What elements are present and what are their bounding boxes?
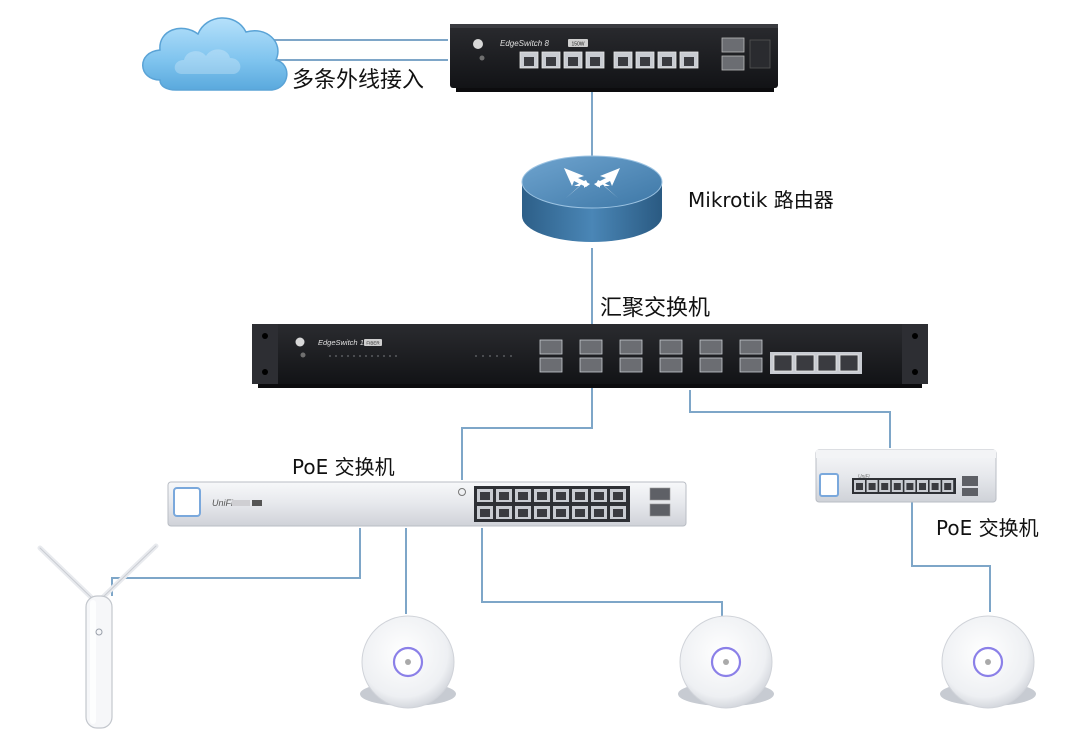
access-point-icon bbox=[678, 615, 774, 709]
poe-left-rj45-ports bbox=[474, 486, 630, 522]
link-agg-poe-left bbox=[461, 388, 593, 480]
ubiquiti-logo-icon bbox=[295, 337, 306, 358]
link-poe-left-outdoor-ap bbox=[111, 528, 361, 596]
cloud-icon bbox=[142, 17, 288, 91]
poe-right-rj45-ports bbox=[852, 478, 956, 494]
top-switch-brand: EdgeSwitch 8 bbox=[500, 39, 549, 48]
agg-switch-badge: FIBER bbox=[366, 341, 380, 346]
top-switch: EdgeSwitch 8 150W bbox=[450, 24, 778, 92]
agg-switch-leds bbox=[329, 355, 512, 357]
poe-right-brand: UniFi bbox=[858, 474, 871, 480]
top-switch-sfp bbox=[721, 37, 771, 71]
router-icon bbox=[521, 155, 663, 242]
aggregation-switch-label: 汇聚交换机 bbox=[600, 296, 711, 321]
access-point-icon bbox=[940, 615, 1036, 709]
link-poe-left-ap2 bbox=[481, 528, 723, 626]
agg-switch-rj45-ports bbox=[770, 352, 862, 374]
ubiquiti-logo-icon bbox=[473, 39, 485, 61]
agg-switch-brand: EdgeSwitch 12 bbox=[318, 338, 369, 347]
poe-switch-right-label: PoE 交换机 bbox=[936, 516, 1039, 540]
poe-left-brand: UniFi bbox=[212, 498, 234, 508]
router-label: Mikrotik 路由器 bbox=[688, 188, 834, 212]
link-poe-right-ap3 bbox=[911, 500, 991, 612]
poe-left-sfp bbox=[649, 487, 671, 517]
access-point-icon bbox=[360, 615, 456, 709]
poe-switch-left-label: PoE 交换机 bbox=[292, 455, 395, 479]
aggregation-switch: EdgeSwitch 12 FIBER bbox=[252, 324, 928, 388]
link-agg-poe-right bbox=[689, 390, 891, 448]
connection-lines bbox=[111, 39, 991, 626]
top-switch-badge: 150W bbox=[571, 42, 584, 48]
cloud-label: 多条外线接入 bbox=[292, 68, 425, 93]
agg-switch-sfp-ports bbox=[539, 339, 763, 373]
outdoor-access-point-icon bbox=[37, 543, 159, 729]
top-switch-ports bbox=[519, 51, 699, 69]
poe-switch-right: UniFi bbox=[815, 449, 997, 503]
poe-switch-left: UniFi bbox=[167, 481, 687, 527]
